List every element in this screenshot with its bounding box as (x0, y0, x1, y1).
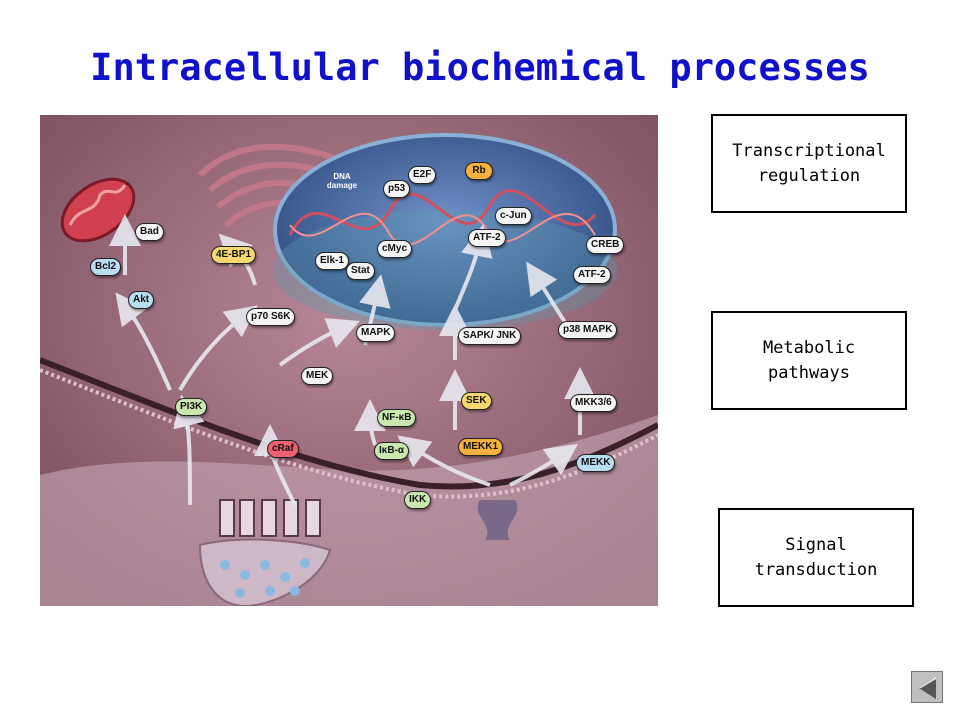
dna-strand (288, 189, 597, 236)
extracellular-region (40, 415, 658, 606)
node-mek: MEK (301, 367, 334, 385)
transcriptional-regulation-label: Transcriptional regulation (732, 140, 886, 186)
node-elk1: Elk-1 (315, 252, 349, 270)
node-dna-damage: DNA damage (326, 172, 358, 190)
node-p53: p53 (383, 180, 411, 198)
node-rb: Rb (465, 162, 493, 180)
synaptic-terminal (198, 538, 332, 606)
ion-channel (219, 499, 321, 537)
node-atf2_b: ATF-2 (573, 266, 611, 284)
transcriptional-regulation-box: Transcriptional regulation (711, 114, 907, 213)
node-cmyc: cMyc (377, 240, 413, 258)
metabolic-pathways-box: Metabolic pathways (711, 311, 907, 410)
node-stat: Stat (346, 262, 375, 280)
node-mekk1: MEKK1 (458, 438, 504, 456)
node-creb: CREB (586, 236, 625, 254)
node-nfkb: NF-κB (377, 409, 417, 427)
node-craf: cRaf (267, 440, 299, 458)
node-bad: Bad (135, 223, 164, 241)
node-atf2_a: ATF-2 (468, 229, 506, 247)
node-p38: p38 MAPK (558, 321, 618, 339)
node-ikk: IKK (404, 491, 432, 509)
node-pi3k: PI3K (175, 398, 208, 416)
page-title: Intracellular biochemical processes (90, 46, 870, 89)
node-akt: Akt (128, 291, 155, 309)
node-cjun: c-Jun (495, 207, 532, 225)
node-sek: SEK (461, 392, 492, 410)
node-bp1: 4E-BP1 (211, 246, 257, 264)
node-e2f: E2F (408, 166, 437, 184)
node-sapk: SAPK/ JNK (458, 327, 522, 345)
signal-transduction-box: Signal transduction (718, 508, 914, 607)
node-mekk: MEKK (576, 454, 616, 472)
node-mapk: MAPK (356, 324, 396, 342)
metabolic-pathways-label: Metabolic pathways (762, 337, 856, 383)
signal-transduction-label: Signal transduction (754, 534, 878, 580)
receptor (477, 500, 518, 540)
back-arrow-icon (919, 677, 936, 699)
node-p70: p70 S6K (246, 308, 296, 326)
node-mkk: MKK3/6 (570, 394, 617, 412)
node-ikba: IκB-α (374, 442, 410, 460)
back-button[interactable] (911, 671, 943, 703)
node-bcl2: Bcl2 (90, 258, 122, 276)
